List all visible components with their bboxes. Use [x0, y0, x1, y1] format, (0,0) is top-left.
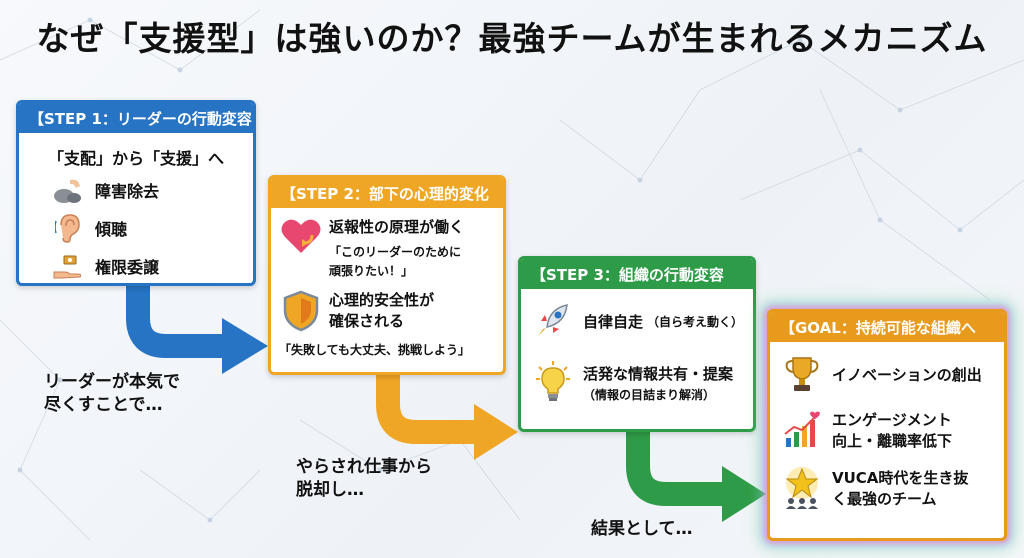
goal-item-vuca-team: VUCA時代を生き抜 く最強のチーム — [780, 464, 994, 512]
caption-leader: リーダーが本気で 尽くすことで… — [44, 372, 180, 415]
ear-icon — [51, 213, 85, 243]
growth-chart-icon — [780, 408, 824, 452]
step3-item-sharing: 活発な情報共有・提案 （情報の目詰まり解消） — [531, 359, 743, 405]
step2-item-safety: 心理的安全性が 確保される — [279, 289, 495, 333]
step1-heading: 「支配」から「支援」へ — [47, 149, 224, 168]
step3-card: 【STEP 3：組織の行動変容 自律自走 （自ら考え動く） — [518, 256, 756, 432]
step1-item-obstacle: 障害除去 — [51, 175, 243, 205]
arrow-step2-to-step3 — [376, 373, 518, 460]
star-team-icon — [780, 464, 824, 512]
lightbulb-icon — [531, 359, 575, 405]
page-title: なぜ「支援型」は強いのか？最強チームが生まれるメカニズム — [36, 19, 988, 58]
step2-header: 【STEP 2：部下の心理的変化 — [271, 178, 503, 208]
step1-header: 【STEP 1：リーダーの行動変容 — [19, 103, 253, 133]
goal-item-innovation: イノベーションの創出 — [780, 352, 994, 396]
goal-item-engagement: エンゲージメント 向上・離職率低下 — [780, 408, 994, 452]
step2-safety-quote: 「失敗しても大丈夫、挑戦しよう」 — [279, 343, 471, 357]
caption-escape: やらされ仕事から 脱却し… — [296, 457, 432, 500]
caption-result: 結果として… — [591, 519, 693, 539]
rocket-icon — [531, 299, 575, 343]
trophy-icon — [780, 352, 824, 396]
step1-item-listening: 傾聴 — [51, 213, 243, 243]
arrow-step1-to-step2 — [126, 284, 268, 374]
step1-item-delegation: 権限委譲 — [51, 251, 243, 281]
step2-card: 【STEP 2：部下の心理的変化 返報性の原理が働く 「このリーダーのために 頑… — [268, 175, 506, 375]
goal-card: 【GOAL：持続可能な組織へ イノベーションの創出 — [767, 309, 1007, 541]
step2-item-reciprocity: 返報性の原理が働く 「このリーダーのために 頑張りたい！」 — [279, 216, 495, 279]
shield-icon — [279, 289, 323, 333]
goal-header: 【GOAL：持続可能な組織へ — [770, 312, 1004, 342]
step3-item-autonomy: 自律自走 （自ら考え動く） — [531, 299, 743, 343]
arrow-step3-to-goal — [626, 430, 766, 522]
hand-over-icon — [51, 251, 85, 281]
step1-card: 【STEP 1：リーダーの行動変容 「支配」から「支援」へ 障害除去 傾 — [16, 100, 256, 286]
rock-removal-icon — [51, 175, 85, 205]
heart-cycle-icon — [279, 216, 323, 256]
step3-header: 【STEP 3：組織の行動変容 — [521, 259, 753, 289]
